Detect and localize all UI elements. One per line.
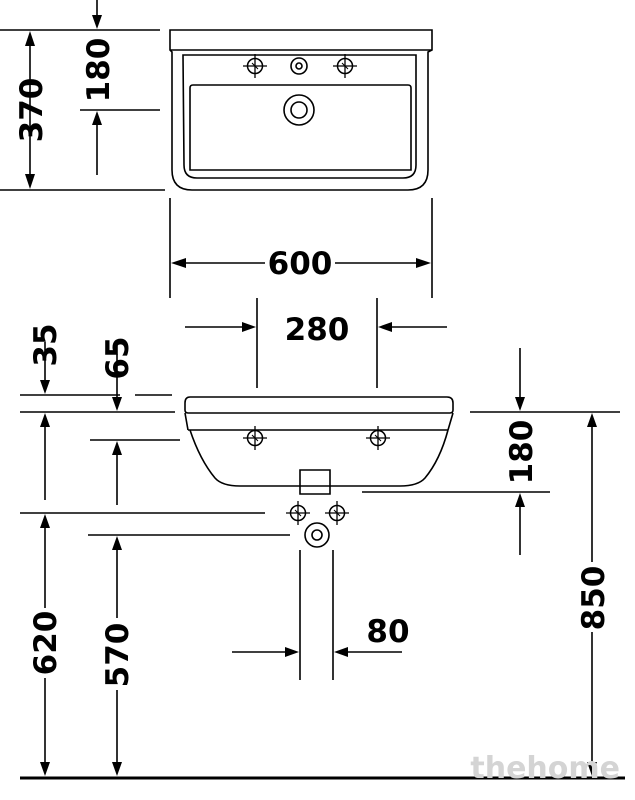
dim-rim-tap-65: 65 (100, 336, 136, 379)
drain-icon (283, 94, 315, 126)
basin-outline-top (169, 29, 433, 191)
dim-rim-height-850: 850 (576, 566, 612, 631)
supply-connector-right-icon (324, 500, 350, 526)
top-view: 370 180 600 (0, 0, 433, 298)
dim-supply-height-620: 620 (28, 611, 64, 676)
dim-rim-35: 35 (28, 323, 64, 366)
dim-waste-height-570: 570 (100, 623, 136, 688)
dim-tap-offset-180: 180 (81, 38, 117, 103)
waste-pipe-icon (304, 522, 330, 548)
watermark: thehome (470, 751, 620, 786)
tap-hole-right-icon (332, 53, 358, 79)
bowl-outline-top (182, 54, 417, 179)
dim-tap-spacing-280: 280 (285, 312, 350, 348)
dim-width-600: 600 (268, 246, 333, 282)
tap-hole-center-icon (290, 57, 308, 75)
basin-bowl-front (189, 429, 449, 487)
tap-hole-left-icon (242, 53, 268, 79)
waste-outlet (299, 469, 331, 495)
dim-waste-drop-180: 180 (504, 420, 540, 485)
dim-waste-width-80: 80 (366, 614, 409, 650)
supply-connector-left-icon (285, 500, 311, 526)
basin-rim-front (184, 396, 454, 414)
dim-depth-370: 370 (14, 78, 50, 143)
front-view: 280 35 65 180 850 (20, 298, 625, 780)
